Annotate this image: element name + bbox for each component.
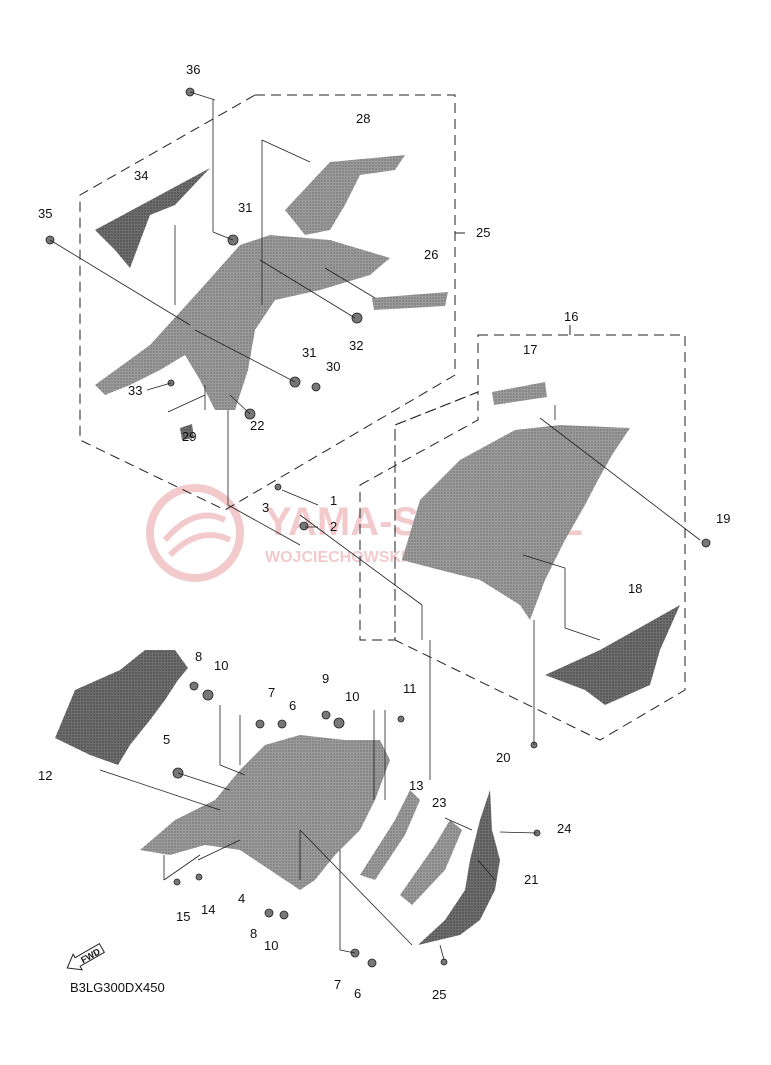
lower-assembly	[55, 650, 500, 945]
callout-14: 14	[201, 902, 215, 917]
part-4-frame	[140, 735, 390, 890]
callout-36: 36	[186, 62, 200, 77]
callout-17: 17	[523, 342, 537, 357]
callout-18: 18	[628, 581, 642, 596]
side-cowl-assembly	[402, 382, 680, 705]
callout-20: 20	[496, 750, 510, 765]
callout-6b: 6	[354, 986, 361, 1001]
callout-24: 24	[557, 821, 571, 836]
fwd-arrow-icon: FWD	[66, 942, 106, 971]
watermark-logo-icon	[146, 484, 244, 582]
callout-3: 3	[262, 500, 269, 515]
callout-labels: 36 28 34 35 31 25 26 32 31 30 33 22 29 1…	[38, 62, 730, 1002]
callout-5: 5	[163, 732, 170, 747]
callout-2: 2	[330, 519, 337, 534]
callout-31: 31	[238, 200, 252, 215]
callout-25: 25	[476, 225, 490, 240]
callout-28: 28	[356, 111, 370, 126]
side-cowl-main	[402, 425, 630, 620]
callout-4: 4	[238, 891, 245, 906]
part-21-cover	[418, 790, 500, 945]
part-17-decal	[492, 382, 547, 405]
callout-34: 34	[134, 168, 148, 183]
callout-7: 7	[268, 685, 275, 700]
callout-22: 25	[432, 987, 446, 1002]
callout-12: 12	[38, 768, 52, 783]
callout-19: 19	[716, 511, 730, 526]
callout-29: 29	[182, 429, 196, 444]
callout-6: 6	[289, 698, 296, 713]
callout-21: 21	[524, 872, 538, 887]
callout-8b: 8	[250, 926, 257, 941]
callout-23: 23	[432, 795, 446, 810]
diagram-code: B3LG300DX450	[70, 980, 165, 995]
callout-7b: 7	[334, 977, 341, 992]
callout-16: 16	[564, 309, 578, 324]
callout-30: 30	[326, 359, 340, 374]
callout-27: 22	[250, 418, 264, 433]
part-26-strip	[372, 292, 448, 310]
group-box-25	[79, 94, 470, 511]
part-13-strip	[360, 790, 420, 880]
callout-13: 13	[409, 778, 423, 793]
part-12-cover	[55, 650, 188, 765]
upper-cowl-main	[95, 235, 390, 410]
part-23-strip	[400, 820, 462, 905]
callout-35: 35	[38, 206, 52, 221]
group-box-16	[359, 325, 686, 741]
callout-9: 9	[322, 671, 329, 686]
part-29-clip	[180, 424, 194, 440]
callout-15: 15	[176, 909, 190, 924]
callout-8: 8	[195, 649, 202, 664]
callout-10c: 10	[264, 938, 278, 953]
callout-31b: 31	[302, 345, 316, 360]
callout-33: 33	[128, 383, 142, 398]
upper-cowl-assembly	[95, 155, 448, 440]
part-18-panel	[545, 605, 680, 705]
callout-10: 10	[214, 658, 228, 673]
callout-26: 26	[424, 247, 438, 262]
callout-10b: 10	[345, 689, 359, 704]
callout-1: 1	[330, 493, 337, 508]
part-34-panel	[95, 168, 210, 268]
callout-32: 32	[349, 338, 363, 353]
callout-11: 11	[403, 681, 417, 696]
leader-lines	[49, 91, 701, 961]
part-28-bracket	[285, 155, 405, 235]
